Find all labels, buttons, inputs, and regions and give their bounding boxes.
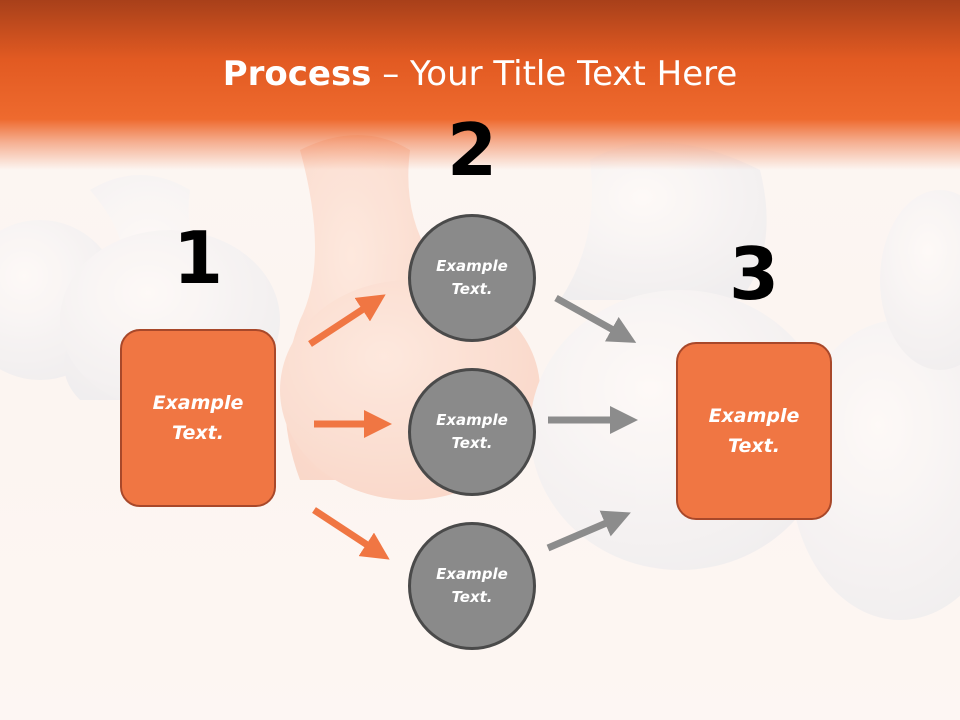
step-box-3-line1: Example bbox=[708, 405, 800, 427]
title-bar bbox=[0, 0, 960, 170]
step-box-3[interactable]: Example Text. bbox=[676, 342, 832, 520]
circle-node-3-line1: Example bbox=[436, 565, 508, 583]
circle-node-2-line2: Text. bbox=[451, 434, 493, 452]
circle-node-1-line2: Text. bbox=[451, 280, 493, 298]
title-bold: Process bbox=[222, 54, 372, 94]
circle-node-1-line1: Example bbox=[436, 257, 508, 275]
circle-node-3[interactable]: Example Text. bbox=[408, 522, 536, 650]
step-box-3-line2: Text. bbox=[728, 435, 780, 457]
arrow-orange-up bbox=[308, 294, 386, 347]
step-number-1: 1 bbox=[172, 216, 224, 300]
step-box-1[interactable]: Example Text. bbox=[120, 329, 276, 507]
circle-node-1[interactable]: Example Text. bbox=[408, 214, 536, 342]
arrow-orange-down bbox=[312, 507, 390, 560]
step-number-2: 2 bbox=[446, 108, 498, 192]
arrow-gray-down bbox=[546, 510, 631, 552]
circle-node-2[interactable]: Example Text. bbox=[408, 368, 536, 496]
title-rest: – Your Title Text Here bbox=[371, 54, 738, 94]
arrow-gray-up bbox=[554, 294, 637, 343]
circle-node-3-line2: Text. bbox=[451, 588, 493, 606]
step-number-3: 3 bbox=[728, 232, 780, 316]
step-box-1-line1: Example bbox=[152, 392, 244, 414]
slide-title: Process – Your Title Text Here bbox=[0, 52, 960, 96]
step-box-1-line2: Text. bbox=[172, 422, 224, 444]
circle-node-2-line1: Example bbox=[436, 411, 508, 429]
